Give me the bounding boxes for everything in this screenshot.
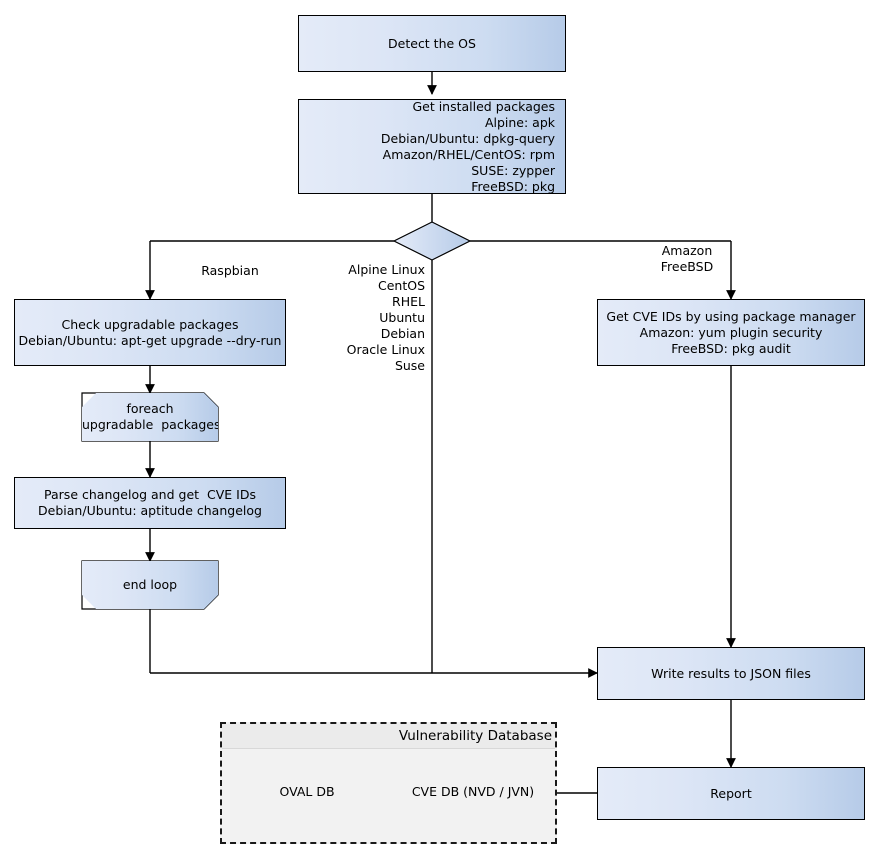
os-decision-diamond[interactable] (392, 221, 472, 261)
node-get-installed-packages[interactable]: Get installed packages Alpine: apk Debia… (298, 99, 566, 194)
oval-db-label: OVAL DB (279, 784, 335, 799)
edge-label-raspbian: Raspbian (201, 263, 259, 278)
node-get-cve-ids-label: Get CVE IDs by using package manager Ama… (606, 308, 856, 356)
node-write-results[interactable]: Write results to JSON files (597, 647, 865, 700)
vulnerability-database-title-band (222, 724, 555, 749)
node-end-loop-label: end loop (122, 577, 178, 592)
node-parse-changelog-label: Parse changelog and get CVE IDs Debian/U… (38, 487, 262, 518)
node-end-loop[interactable]: end loop (82, 561, 218, 609)
node-check-upgradable-label: Check upgradable packages Debian/Ubuntu:… (18, 316, 282, 348)
node-foreach-loop[interactable]: foreach upgradable packages (82, 393, 218, 441)
node-foreach-loop-label: foreach upgradable packages (82, 401, 221, 432)
node-detect-os-label: Detect the OS (388, 35, 476, 51)
vulnerability-database-title: Vulnerability Database (398, 728, 552, 744)
node-report-label: Report (710, 785, 752, 801)
node-detect-os[interactable]: Detect the OS (298, 15, 566, 72)
edge-label-amazon-freebsd: Amazon FreeBSD (660, 243, 714, 274)
node-parse-changelog[interactable]: Parse changelog and get CVE IDs Debian/U… (14, 477, 286, 529)
node-get-cve-ids[interactable]: Get CVE IDs by using package manager Ama… (597, 299, 865, 366)
edge-label-middle-distros: Alpine Linux CentOS RHEL Ubuntu Debian O… (346, 262, 425, 373)
node-get-installed-packages-label: Get installed packages Alpine: apk Debia… (380, 98, 555, 194)
node-report[interactable]: Report (597, 767, 865, 820)
cve-db-label: CVE DB (NVD / JVN) (411, 784, 535, 799)
node-write-results-label: Write results to JSON files (651, 665, 811, 681)
node-check-upgradable[interactable]: Check upgradable packages Debian/Ubuntu:… (14, 299, 286, 366)
